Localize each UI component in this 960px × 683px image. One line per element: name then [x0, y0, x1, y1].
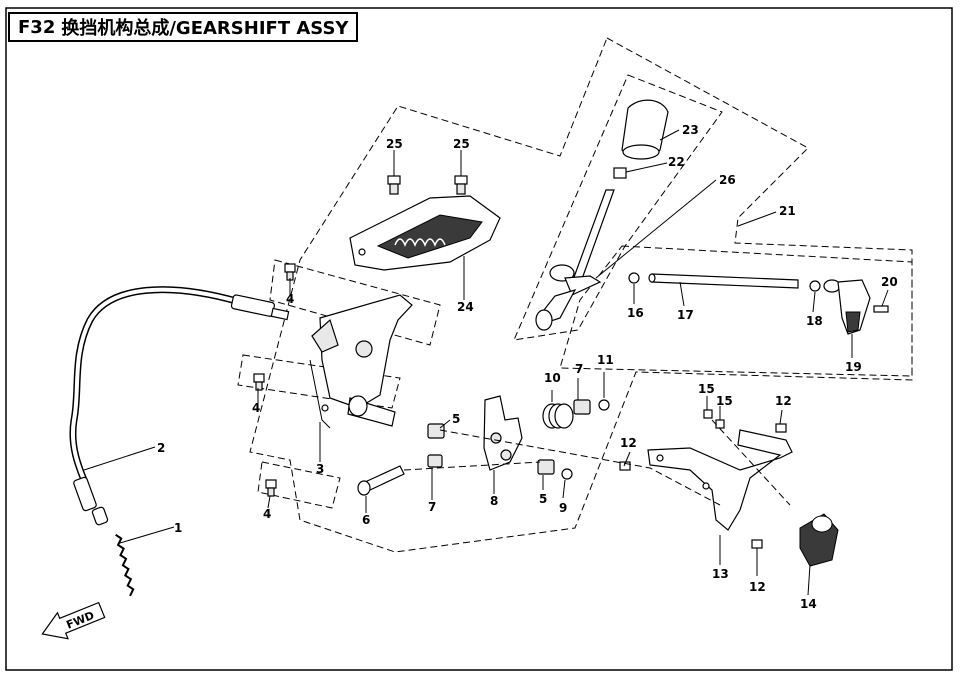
callout-18: 18: [806, 314, 823, 328]
shift-shaft: [347, 395, 396, 427]
callout-11: 11: [597, 353, 614, 367]
washer-9: [561, 468, 573, 480]
bolt-12b: [775, 423, 787, 433]
group-outline-4-bot: [257, 461, 341, 509]
fwd-arrow-icon: FWD: [41, 601, 106, 640]
callout-5a: 5: [452, 412, 460, 426]
bushing-5b: [537, 459, 555, 475]
bolt-4b: [253, 373, 265, 391]
callout-26: 26: [719, 173, 736, 187]
callout-4b: 4: [252, 401, 260, 415]
knob-nut: [613, 167, 627, 179]
screw-25b: [454, 175, 468, 195]
callout-17: 17: [677, 308, 694, 322]
bolt-20: [873, 305, 889, 313]
nut-15a: [703, 409, 713, 419]
callout-12c: 12: [749, 580, 766, 594]
shift-lever: [535, 189, 615, 331]
callout-22: 22: [668, 155, 685, 169]
outer-border: [5, 7, 953, 671]
callout-9: 9: [559, 501, 567, 515]
callout-2: 2: [157, 441, 165, 455]
callout-4c: 4: [263, 507, 271, 521]
callout-19: 19: [845, 360, 862, 374]
callout-12b: 12: [775, 394, 792, 408]
callout-25b: 25: [453, 137, 470, 151]
shift-cable: [69, 286, 290, 526]
callout-25a: 25: [386, 137, 403, 151]
axis-line-a: [439, 429, 721, 506]
callout-1: 1: [174, 521, 182, 535]
callout-23: 23: [682, 123, 699, 137]
bushing-7a: [573, 399, 591, 415]
torsion-spring: [542, 403, 574, 429]
callout-labels: 1 2 3 4 4 4 5 5 6 7 7 8 9 10 11 12 12 12…: [157, 123, 898, 611]
shift-cover: [349, 195, 501, 271]
group-outline-17: [559, 245, 913, 377]
detent-plate: [483, 395, 523, 471]
callout-15a: 15: [698, 382, 715, 396]
nut-18: [809, 280, 821, 292]
callout-15b: 15: [716, 394, 733, 408]
washer-11: [598, 399, 610, 411]
screw-25a: [387, 175, 401, 195]
callout-8: 8: [490, 494, 498, 508]
axis-line-c: [403, 461, 541, 471]
shifter-bracket: [309, 294, 413, 429]
shift-arm: [823, 279, 871, 335]
nut-15b: [715, 419, 725, 429]
title-name: 换挡机构总成/GEARSHIFT ASSY: [61, 18, 349, 39]
callout-20: 20: [881, 275, 898, 289]
bolt-4c: [265, 479, 277, 497]
shift-knob: [621, 99, 669, 160]
callout-12a: 12: [620, 436, 637, 450]
fwd-label: FWD: [65, 609, 97, 632]
callout-3: 3: [316, 462, 324, 476]
callout-16: 16: [627, 306, 644, 320]
bolt-12a: [619, 461, 631, 471]
bolt-4a: [284, 263, 296, 281]
axis-line-b: [711, 419, 791, 506]
link-rod: [648, 273, 799, 289]
callout-5b: 5: [539, 492, 547, 506]
callout-24: 24: [457, 300, 474, 314]
callout-13: 13: [712, 567, 729, 581]
nut-16: [628, 272, 640, 284]
group-outline-21: [249, 37, 913, 553]
bushing-7b: [427, 454, 443, 468]
callout-7b: 7: [428, 500, 436, 514]
leader-lines: [83, 129, 889, 596]
callout-7a: 7: [575, 362, 583, 376]
callout-21: 21: [779, 204, 796, 218]
callout-14: 14: [800, 597, 817, 611]
group-outline-4-top: [269, 259, 441, 346]
bolt-12c: [751, 539, 763, 549]
callout-4a: 4: [286, 292, 294, 306]
callout-10: 10: [544, 371, 561, 385]
group-outline-26: [513, 74, 723, 341]
selector-block: [799, 513, 839, 567]
diagram-title: F32 换挡机构总成/GEARSHIFT ASSY: [8, 12, 359, 42]
return-spring: [115, 533, 135, 597]
pivot-pin: [357, 465, 405, 496]
mounting-bracket: [647, 429, 793, 531]
callout-6: 6: [362, 513, 370, 527]
title-code: F32: [18, 16, 56, 38]
